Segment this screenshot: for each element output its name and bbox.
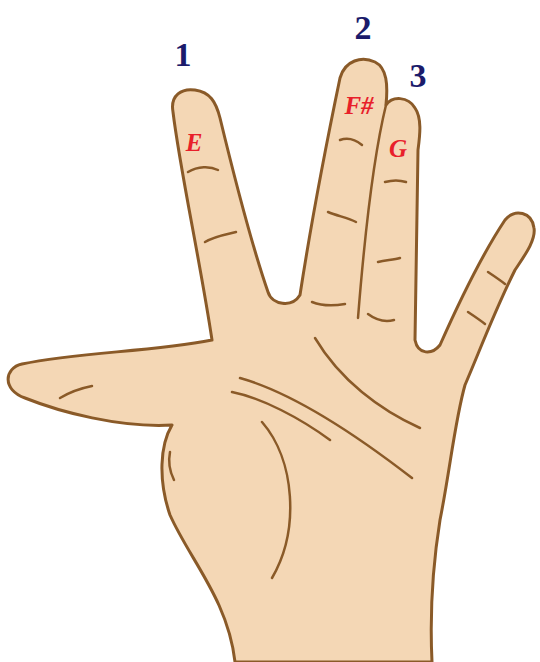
note-name: G — [389, 136, 407, 161]
finger-crease — [385, 181, 406, 183]
finger-number: 3 — [410, 59, 427, 93]
finger-crease — [488, 272, 505, 284]
palm-line — [315, 338, 420, 428]
ring-finger-edge — [358, 105, 386, 318]
finger-crease — [188, 167, 218, 172]
finger-crease — [205, 232, 236, 242]
finger-crease — [468, 312, 485, 324]
finger-crease — [378, 258, 400, 262]
finger-number: 2 — [355, 11, 372, 45]
note-name: E — [186, 130, 203, 155]
finger-crease — [340, 139, 362, 145]
note-name: F# — [344, 93, 373, 118]
finger-crease — [328, 212, 356, 222]
hand-outline — [8, 59, 534, 662]
palm-line — [262, 422, 290, 578]
thumb-crease — [60, 386, 92, 398]
finger-number: 1 — [175, 38, 192, 72]
finger-crease — [312, 302, 345, 305]
palm-line — [232, 392, 330, 440]
palm-line — [169, 452, 174, 480]
finger-crease — [368, 314, 394, 321]
